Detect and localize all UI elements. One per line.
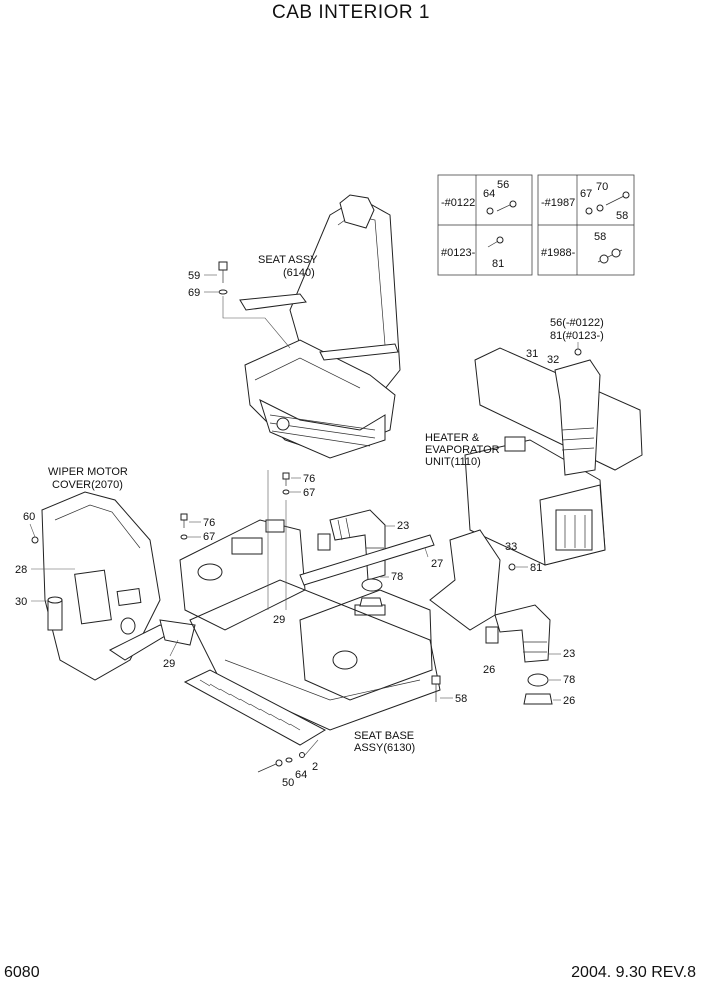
bolt-76-upper: 76 67	[282, 472, 315, 499]
revision-date: 2004. 9.30 REV.8	[571, 964, 696, 981]
callout-28: 28	[15, 564, 27, 576]
seat-assy-label: SEAT ASSY	[258, 254, 318, 266]
heater-label-3: UNIT(1110)	[425, 456, 481, 468]
callout-31: 31	[526, 348, 538, 360]
callout-60: 60	[23, 511, 35, 523]
inset-right-callout-67: 67	[580, 188, 592, 200]
callout-76-lower: 76	[203, 517, 215, 529]
bolt-59: 59 69	[188, 261, 291, 349]
callout-30: 30	[15, 596, 27, 608]
callout-26-lower: 26	[563, 695, 575, 707]
callout-32: 32	[547, 354, 559, 366]
callout-58: 58	[455, 693, 467, 705]
inset-left-callout-64: 64	[483, 188, 495, 200]
seat-assembly: SEAT ASSY (6140)	[239, 194, 401, 459]
callout-76-upper: 76	[303, 473, 315, 485]
page-number: 6080	[4, 964, 40, 981]
wiper-cover-label: WIPER MOTOR	[48, 466, 128, 478]
inset-right-row2-label: #1988-	[541, 247, 576, 259]
callout-50: 50	[282, 777, 294, 789]
bolt-58: 58	[431, 675, 467, 705]
callout-33: 33	[505, 541, 517, 553]
bolts-lower: 2 64 50	[257, 739, 319, 789]
upper-air-duct: 31 32 56(-#0122) 81(#0123-)	[474, 317, 643, 476]
seat-assy-code: (6140)	[283, 267, 315, 279]
bolt-76-lower: 76 67	[180, 513, 215, 543]
callout-26-mid: 26	[483, 664, 495, 676]
callout-67-upper: 67	[303, 487, 315, 499]
callout-23-upper: 23	[397, 520, 409, 532]
inset-left-row2-label: #0123-	[441, 247, 476, 259]
callout-78-upper: 78	[391, 571, 403, 583]
inset-left-callout-56: 56	[497, 179, 509, 191]
callout-29-left: 29	[163, 658, 175, 670]
inset-right-callout-58: 58	[616, 210, 628, 222]
callout-81-note: 81(#0123-)	[550, 330, 604, 342]
inset-left-row1-label: -#0122	[441, 197, 475, 209]
wiper-cover-code: COVER(2070)	[52, 479, 123, 491]
inset-table-right: -#1987 #1988- 67 70 58 58	[537, 174, 635, 276]
wiper-motor-cover: WIPER MOTOR COVER(2070) 60 28 30	[15, 466, 161, 681]
pipe-27: 27	[299, 534, 443, 586]
side-duct-33: 81	[429, 529, 542, 631]
inset-right-callout-70: 70	[596, 181, 608, 193]
seat-base-code: ASSY(6130)	[354, 742, 415, 754]
heater-label-2: EVAPORATOR	[425, 444, 500, 456]
callout-78-lower: 78	[563, 674, 575, 686]
heater-label-1: HEATER &	[425, 432, 480, 444]
inset-right-row1-label: -#1987	[541, 197, 575, 209]
callout-2: 2	[312, 761, 318, 773]
page-title: CAB INTERIOR 1	[272, 2, 430, 23]
seat-base-assembly: SEAT BASE ASSY(6130) 29	[179, 470, 441, 754]
seat-base-label: SEAT BASE	[354, 730, 414, 742]
callout-29-center: 29	[273, 614, 285, 626]
inset-left-callout-81: 81	[492, 258, 504, 270]
frame-bar: 29	[109, 619, 196, 670]
callout-67-lower: 67	[203, 531, 215, 543]
inset-right-callout-58b: 58	[594, 231, 606, 243]
callout-27: 27	[431, 558, 443, 570]
grille-slots	[199, 679, 301, 731]
callout-69: 69	[188, 287, 200, 299]
callout-59: 59	[188, 270, 200, 282]
callout-56-note: 56(-#0122)	[550, 317, 604, 329]
duct-hose-lower: 23 26 78 26	[483, 604, 575, 707]
callout-23-lower: 23	[563, 648, 575, 660]
callout-64: 64	[295, 769, 307, 781]
inset-table-left: -#0122 #0123- 64 56 81	[437, 174, 533, 276]
callout-81: 81	[530, 562, 542, 574]
